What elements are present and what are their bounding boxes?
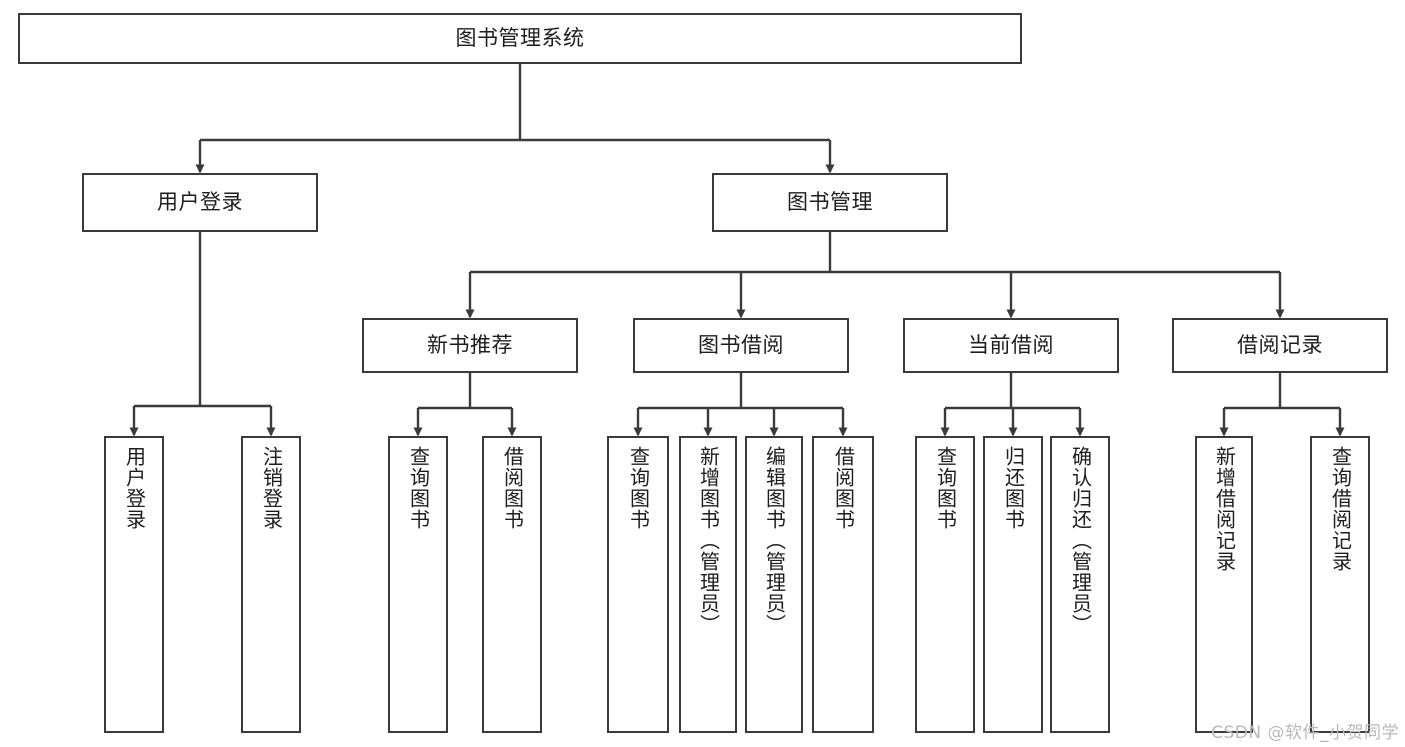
node-label-current: 当前借阅	[968, 332, 1054, 357]
node-l-bo-lend[interactable]: 借阅图书	[812, 436, 874, 733]
node-label-records: 借阅记录	[1237, 332, 1323, 357]
node-root[interactable]: 图书管理系统	[18, 13, 1022, 64]
node-l-logout[interactable]: 注销登录	[241, 436, 301, 733]
node-l-bo-query[interactable]: 查询图书	[607, 436, 669, 733]
node-l-nb-borrow[interactable]: 借阅图书	[482, 436, 542, 733]
node-l-login[interactable]: 用户登录	[104, 436, 164, 733]
node-label-borrow: 图书借阅	[698, 332, 784, 357]
node-label-l-nb-query: 查询图书	[406, 446, 431, 530]
node-l-bo-edit[interactable]: 编辑图书（管理员）	[745, 436, 803, 733]
node-label-l-bo-add: 新增图书（管理员）	[696, 446, 721, 635]
node-records[interactable]: 借阅记录	[1172, 318, 1388, 373]
node-label-l-bo-lend: 借阅图书	[831, 446, 856, 530]
node-label-l-login: 用户登录	[122, 446, 147, 530]
node-current[interactable]: 当前借阅	[903, 318, 1119, 373]
node-label-l-logout: 注销登录	[259, 446, 284, 530]
node-label-l-bo-edit: 编辑图书（管理员）	[762, 446, 787, 635]
node-label-l-bo-query: 查询图书	[626, 446, 651, 530]
node-l-cu-query[interactable]: 查询图书	[915, 436, 975, 733]
node-bookmgmt[interactable]: 图书管理	[712, 173, 948, 232]
node-l-cu-confirm[interactable]: 确认归还（管理员）	[1050, 436, 1110, 733]
node-label-l-re-add: 新增借阅记录	[1212, 446, 1237, 572]
node-borrow[interactable]: 图书借阅	[633, 318, 849, 373]
node-l-bo-add[interactable]: 新增图书（管理员）	[679, 436, 737, 733]
node-label-l-cu-return: 归还图书	[1001, 446, 1026, 530]
node-label-l-cu-query: 查询图书	[933, 446, 958, 530]
node-newbook[interactable]: 新书推荐	[362, 318, 578, 373]
csdn-watermark: CSDN @软件_小贺同学	[1211, 723, 1399, 743]
node-label-l-nb-borrow: 借阅图书	[500, 446, 525, 530]
node-label-l-re-query: 查询借阅记录	[1328, 446, 1353, 572]
node-l-cu-return[interactable]: 归还图书	[983, 436, 1043, 733]
node-l-nb-query[interactable]: 查询图书	[388, 436, 448, 733]
node-label-root: 图书管理系统	[455, 25, 585, 50]
node-l-re-query[interactable]: 查询借阅记录	[1310, 436, 1370, 733]
node-label-newbook: 新书推荐	[427, 332, 513, 357]
node-label-bookmgmt: 图书管理	[787, 189, 873, 214]
node-label-l-cu-confirm: 确认归还（管理员）	[1068, 446, 1093, 635]
node-label-login: 用户登录	[157, 189, 243, 214]
node-l-re-add[interactable]: 新增借阅记录	[1195, 436, 1253, 733]
node-login[interactable]: 用户登录	[82, 173, 318, 232]
